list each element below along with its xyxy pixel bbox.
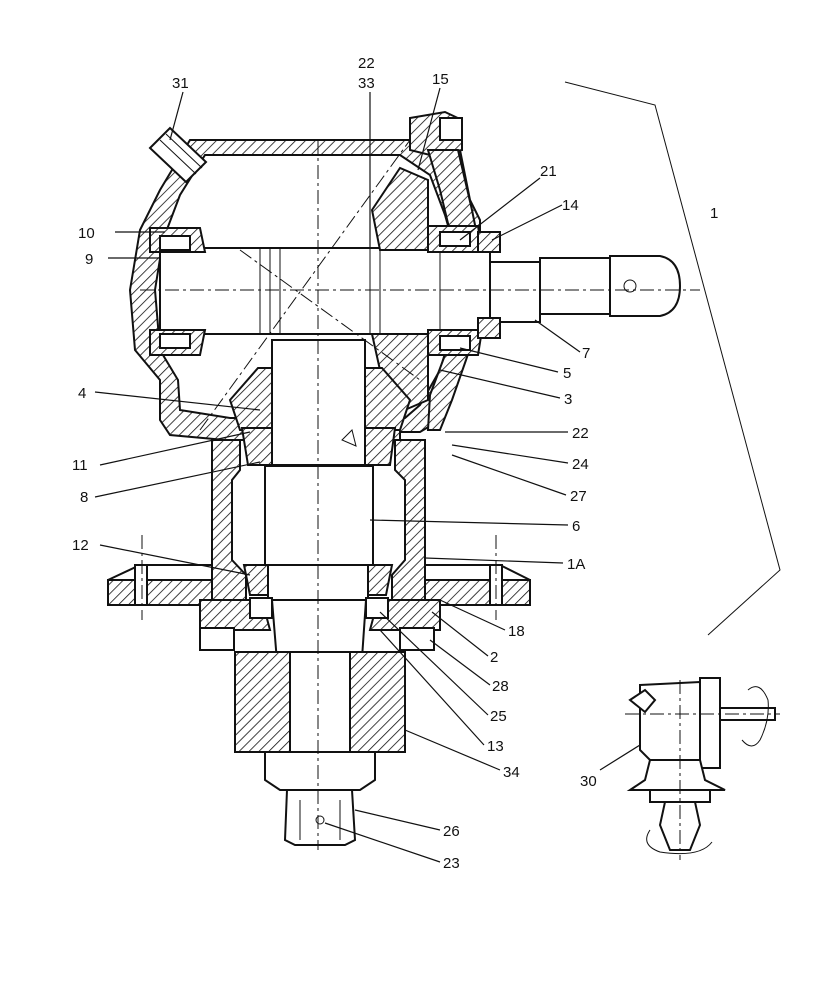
callout-2: 2 [490, 649, 498, 666]
callout-11: 11 [72, 457, 88, 474]
callout-10: 10 [78, 225, 95, 242]
callout-15: 15 [432, 71, 449, 88]
callout-7: 7 [582, 345, 590, 362]
shaft-spacer [264, 465, 374, 567]
callout-24: 24 [572, 456, 589, 473]
callout-23: 23 [443, 855, 460, 872]
assembly-bracket [564, 81, 781, 636]
callout-22-top: 22 [358, 55, 375, 72]
callout-22-mid: 22 [572, 425, 589, 442]
inset-view [625, 677, 780, 860]
callout-18: 18 [508, 623, 525, 640]
callout-12: 12 [72, 537, 89, 554]
callout-21: 21 [540, 163, 557, 180]
center-lines [141, 139, 497, 850]
leader-lines [94, 87, 641, 863]
bevel-ring-gear [370, 166, 429, 414]
callout-4: 4 [78, 385, 86, 402]
callout-1: 1 [710, 205, 718, 222]
callout-30: 30 [580, 773, 597, 790]
left-bearing [149, 227, 207, 356]
callout-25: 25 [490, 708, 507, 725]
callout-26: 26 [443, 823, 460, 840]
callout-14: 14 [562, 197, 579, 214]
callout-33: 33 [358, 75, 375, 92]
blade-hub [234, 651, 406, 791]
breather-plug [148, 126, 208, 184]
callout-27: 27 [570, 488, 587, 505]
input-shaft [140, 247, 700, 335]
callout-31: 31 [172, 75, 189, 92]
callout-13: 13 [487, 738, 504, 755]
callout-34: 34 [503, 764, 520, 781]
callout-1A: 1A [567, 556, 585, 573]
callout-6: 6 [572, 518, 580, 535]
callout-28: 28 [492, 678, 509, 695]
callout-labels: 31 22 33 15 21 14 1 10 9 7 5 4 3 22 11 2… [72, 55, 718, 872]
bottom-cap [199, 597, 441, 651]
callout-3: 3 [564, 391, 572, 408]
callout-8: 8 [80, 489, 88, 506]
input-seal [477, 231, 501, 339]
callout-9: 9 [85, 251, 93, 268]
castle-nut [283, 789, 357, 846]
callout-5: 5 [563, 365, 571, 382]
right-bearing [427, 225, 484, 356]
